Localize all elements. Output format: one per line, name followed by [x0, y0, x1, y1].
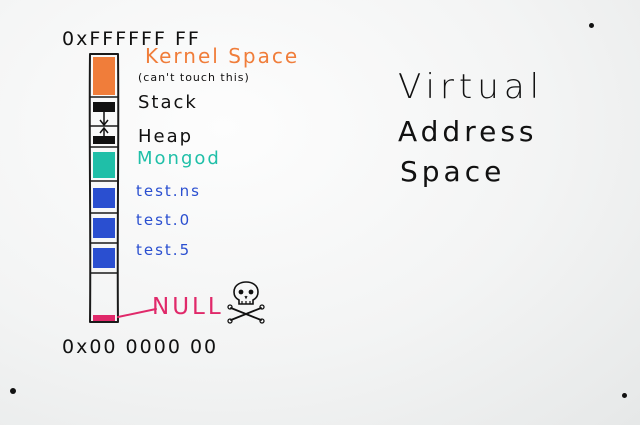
marker-dot — [10, 388, 16, 394]
kernel-space-block — [93, 57, 115, 95]
stack-block — [93, 102, 115, 112]
test-0-label: test.0 — [136, 211, 192, 229]
kernel-space-label: Kernel Space — [145, 44, 300, 68]
marker-dot — [589, 23, 594, 28]
marker-dot — [622, 393, 627, 398]
stack-label: Stack — [138, 92, 198, 113]
test-ns-block — [93, 188, 115, 208]
test-5-block — [93, 248, 115, 268]
heap-block — [93, 136, 115, 144]
memory-column-outline — [88, 53, 120, 323]
mongod-label: Mongod — [137, 148, 221, 169]
heap-label: Heap — [138, 126, 194, 147]
skull-and-crossbones-icon — [227, 281, 265, 324]
test-5-label: test.5 — [136, 241, 192, 259]
title-line-address: Address — [398, 115, 538, 148]
memory-column — [88, 53, 120, 323]
mongod-block — [93, 152, 115, 178]
kernel-space-note: (can't touch this) — [138, 71, 250, 84]
test-0-block — [93, 218, 115, 238]
title-line-space: Space — [400, 155, 506, 188]
heap-growth-arrow — [99, 126, 109, 134]
null-label: NULL — [152, 294, 224, 320]
top-address-label: 0xFFFFFF FF — [62, 28, 201, 50]
null-block — [93, 315, 115, 321]
stack-growth-arrow — [99, 119, 109, 127]
test-ns-label: test.ns — [136, 182, 201, 200]
null-pointer-arrow — [117, 308, 157, 318]
bottom-address-label: 0x00 0000 00 — [62, 336, 219, 358]
title-line-virtual: Virtual — [398, 67, 545, 107]
